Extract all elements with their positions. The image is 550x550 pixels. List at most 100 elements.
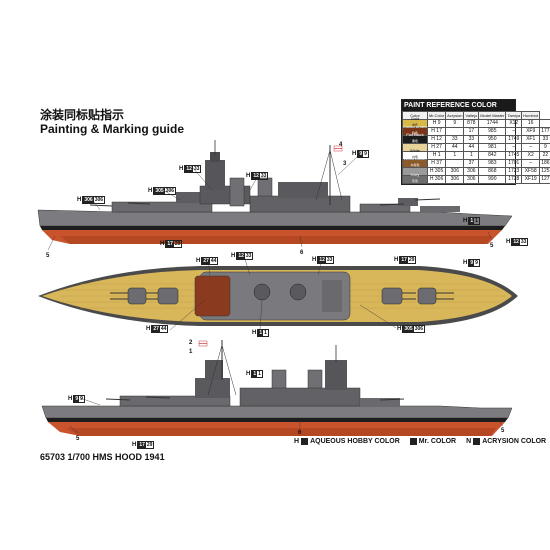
paint-code-ac: 306: [463, 167, 480, 176]
legend-square-icon: [409, 438, 417, 445]
part-number: 1: [189, 349, 193, 355]
callout-aqueous-code: 12: [512, 238, 520, 245]
paint-col-header: Acrysion: [445, 111, 465, 120]
legend-acrysion-prefix: N: [466, 438, 472, 445]
callout-mr-code: 44: [210, 257, 217, 264]
callout-prefix: H: [312, 256, 317, 263]
callout-mr-code: 1: [475, 217, 478, 224]
paint-code-n: [445, 159, 465, 168]
legend-acrysion-label: ACRYSION COLOR: [482, 438, 547, 445]
callout-mr-code: 33: [193, 165, 200, 172]
callout-prefix: H: [394, 256, 399, 263]
callout-aqueous-code: 1: [252, 370, 258, 377]
paint-code-hn: H 12: [427, 135, 447, 144]
paint-name: Gold: [410, 115, 420, 121]
legend-square-icon: [473, 438, 481, 445]
paint-code-ta: X2: [521, 151, 541, 160]
callout-mr-code: 306: [165, 187, 175, 194]
paint-code-mm: 1723: [505, 167, 523, 176]
paint-code-va: 983: [478, 159, 507, 168]
callout-aqueous-code: 12: [185, 165, 193, 172]
callout-mr-code: 9: [475, 259, 478, 266]
paint-name: Cocoa Brown: [403, 123, 428, 129]
paint-col-header: Vallejo: [463, 111, 480, 120]
callout-aqueous-code: 12: [237, 252, 245, 259]
callout-prefix: H: [463, 217, 468, 224]
callout-mr-code: 33: [326, 256, 333, 263]
legend-acrysion: N ACRYSION COLOR: [466, 438, 546, 445]
paint-code-hn: H 305: [427, 167, 447, 176]
paint-code-hn: H 17: [427, 127, 447, 136]
paint-code-mm: –: [505, 127, 523, 136]
callout-aqueous-code: 305: [154, 187, 165, 194]
paint-code-mm: 1701: [505, 159, 523, 168]
legend-aqueous-label: AQUEOUS HOBBY COLOR: [310, 438, 400, 445]
callout-mr-code: 1: [258, 370, 261, 377]
callout-mr-code: 9: [80, 395, 83, 402]
paint-code-hu: 127: [539, 175, 550, 184]
callout-prefix: H: [246, 370, 251, 377]
callout-aqueous-code: 17: [166, 240, 174, 247]
callout-mr-code: 33: [245, 252, 252, 259]
paint-col-header: Humbrol: [521, 111, 541, 120]
paint-code-n: 306: [445, 167, 465, 176]
callout-aqueous-code: 12: [252, 172, 260, 179]
paint-code-ac: 33: [463, 135, 480, 144]
part-number: 5: [490, 243, 494, 249]
paint-code-hu: 125: [539, 167, 550, 176]
callout-aqueous-code: 27: [202, 257, 210, 264]
paint-code-ac: 44: [463, 143, 480, 152]
paint-col-header: Model Master: [478, 111, 507, 120]
paint-code-hn: H 27: [427, 143, 447, 152]
legend-square-icon: [301, 438, 309, 445]
paint-code-ta: 16: [521, 119, 541, 128]
callout-mr-code: 306: [94, 196, 104, 203]
paint-name-cn: 金色: [412, 122, 419, 127]
callout-prefix: H: [397, 325, 402, 332]
part-number: 5: [501, 428, 505, 434]
title-english: Painting & Marking guide: [40, 122, 185, 136]
paint-name: White: [409, 147, 421, 153]
callout-aqueous-code: 306: [83, 196, 94, 203]
part-number: 5: [76, 436, 80, 442]
paint-code-n: 1: [445, 151, 465, 160]
paint-code-hu: 177: [539, 127, 550, 136]
paint-code-mm: 1745: [505, 151, 523, 160]
callout-mr-code: 33: [260, 172, 267, 179]
callout-prefix: H: [160, 240, 165, 247]
part-number: 4: [339, 142, 343, 148]
paint-col-header: Mr.Color: [427, 111, 447, 120]
legend-mr: Mr. COLOR: [409, 438, 456, 445]
paint-code-va: 950: [478, 135, 507, 144]
callout-aqueous-code: 9: [358, 150, 364, 157]
callout-aqueous-code: 1: [469, 217, 475, 224]
callout-prefix: H: [148, 187, 153, 194]
paint-code-ta: –: [521, 143, 541, 152]
callout-prefix: H: [352, 150, 357, 157]
callout-aqueous-code: 17: [138, 441, 146, 448]
callout-prefix: H: [196, 257, 201, 264]
part-number: 3: [343, 161, 347, 167]
part-number: 6: [300, 250, 304, 256]
